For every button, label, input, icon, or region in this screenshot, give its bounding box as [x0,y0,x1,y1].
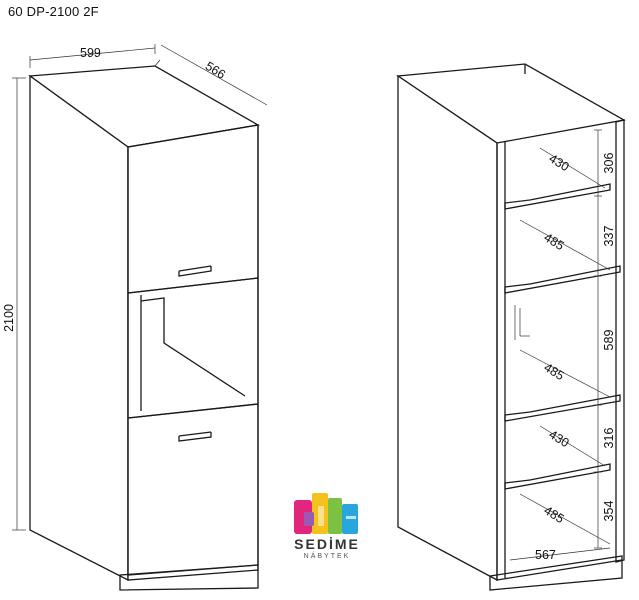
lower-door [127,403,259,576]
height-label: 2100 [2,304,16,332]
interior-view-cabinet [396,63,626,591]
width-label: 599 [80,46,101,60]
height-589: 589 [602,330,616,351]
front-dimensions: 599 566 2100 [2,44,268,531]
front-view-cabinet [28,59,260,591]
height-354: 354 [602,501,616,522]
brand-text: SEDİME NÁBYTEK [286,536,368,561]
carcass-right-panel [615,119,625,563]
shelf-4 [504,463,611,490]
shelf-1 [504,183,611,210]
cabinet-side-face [29,74,129,582]
bottom-width-label: 567 [535,548,556,562]
oven-niche-inner [140,297,246,397]
depth-dimension-line [160,44,268,106]
upper-door-handle [178,265,212,277]
lower-door-handle [178,431,212,442]
height-337: 337 [602,226,616,247]
shelf-depth-4: 430 [546,427,571,450]
model-title: 60 DP-2100 2F [8,4,99,19]
shelf-2 [504,265,621,294]
carcass-side-face [397,74,498,582]
carcass-plinth [489,555,623,591]
interior-height-dimensions: 306 337 589 316 354 [594,129,616,549]
shelf-depth-3: 485 [541,360,566,383]
brand-name: SEDİME [294,536,360,552]
depth-label: 566 [203,59,228,82]
height-306: 306 [602,153,616,174]
shelf-depth-1: 430 [546,151,571,174]
shelf-depth-5: 485 [541,503,566,526]
interior-depth-dimensions: 430 485 485 430 485 567 [509,147,611,562]
width-dimension-line [29,47,156,61]
height-316: 316 [602,428,616,449]
cabinet-front-face [127,124,259,581]
brand-subtitle: NÁBYTEK [303,553,351,560]
sedime-logo-icon [294,493,358,534]
shelf-3 [504,394,621,422]
